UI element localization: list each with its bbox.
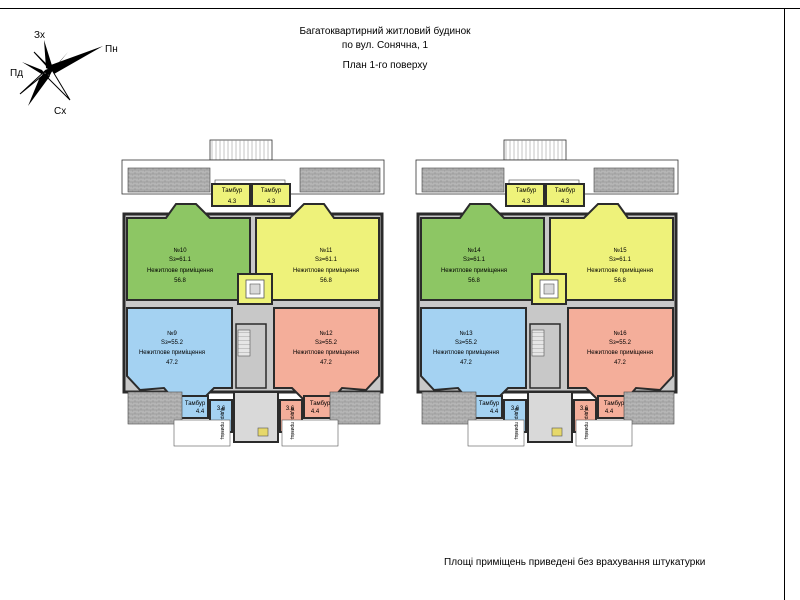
- vestibule-label: Тамбур: [185, 401, 206, 407]
- unit-total-area: Sз=61.1: [609, 257, 632, 263]
- unit-area: 56.8: [468, 278, 480, 284]
- vestibule-area: 4.3: [228, 199, 237, 205]
- unit-total-area: Sз=61.1: [169, 257, 192, 263]
- unit-area: 56.8: [174, 278, 186, 284]
- unit-total-area: Sз=61.1: [315, 257, 338, 263]
- title-address: по вул. Сонячна, 1: [341, 40, 429, 51]
- small-room-label: відкр. приміщ.: [513, 408, 519, 441]
- vestibule-label: Тамбур: [310, 401, 331, 407]
- vestibule-label: Тамбур: [604, 401, 625, 407]
- unit-total-area: Sз=55.2: [455, 340, 478, 346]
- compass-rose: Зх Пн Пд Сх: [8, 28, 128, 120]
- unit-total-area: Sз=61.1: [463, 257, 486, 263]
- unit-type-label: Нежитлове приміщення: [293, 268, 359, 274]
- unit-number: №10: [173, 247, 187, 254]
- unit-number: №13: [459, 330, 473, 337]
- unit-number: №11: [320, 247, 333, 254]
- compass-star-icon: [19, 40, 103, 106]
- unit-number: №12: [319, 330, 333, 337]
- compass-label-south: Пд: [10, 68, 24, 79]
- area-footnote: Площі приміщень приведені без врахування…: [444, 557, 706, 568]
- unit-area: 47.2: [460, 360, 472, 366]
- unit-type-label: Нежитлове приміщення: [587, 268, 653, 274]
- unit-area: 47.2: [320, 360, 332, 366]
- vestibule-label: Тамбур: [516, 188, 537, 194]
- building-block-right: [414, 138, 680, 448]
- vestibule-area: 4.4: [490, 409, 499, 415]
- frame-right-line: [784, 8, 785, 600]
- vestibule-area: 4.3: [561, 199, 570, 205]
- vestibule-label: Тамбур: [555, 188, 576, 194]
- vestibule-area: 4.4: [311, 409, 320, 415]
- compass-label-north: Пн: [105, 44, 118, 55]
- unit-type-label: Нежитлове приміщення: [587, 350, 653, 356]
- vestibule-label: Тамбур: [479, 401, 500, 407]
- unit-area: 47.2: [614, 360, 626, 366]
- unit-area: 56.8: [320, 278, 332, 284]
- vestibule-area: 4.4: [605, 409, 614, 415]
- small-room-label: відкр. приміщ.: [219, 408, 225, 441]
- small-room-area: 3.6: [217, 406, 226, 412]
- vestibule-area: 4.3: [267, 199, 276, 205]
- vestibule-label: Тамбур: [261, 188, 282, 194]
- small-room-label: відкр. приміщ.: [289, 408, 295, 441]
- unit-type-label: Нежитлове приміщення: [147, 268, 213, 274]
- small-room-label: відкр. приміщ.: [583, 408, 589, 441]
- title-building: Багатоквартирний житловий будинок: [299, 26, 471, 37]
- frame-top-line: [0, 8, 800, 9]
- small-room-area: 3.6: [580, 406, 589, 412]
- unit-number: №16: [613, 330, 627, 337]
- vestibule-label: Тамбур: [222, 188, 243, 194]
- compass-label-east: Сх: [54, 106, 67, 117]
- unit-total-area: Sз=55.2: [161, 340, 184, 346]
- small-room-area: 3.6: [286, 406, 295, 412]
- unit-total-area: Sз=55.2: [609, 340, 632, 346]
- compass-label-west: Зх: [34, 30, 46, 41]
- unit-number: №15: [613, 247, 627, 254]
- unit-type-label: Нежитлове приміщення: [293, 350, 359, 356]
- unit-type-label: Нежитлове приміщення: [433, 350, 499, 356]
- unit-number: №14: [467, 247, 481, 254]
- vestibule-area: 4.3: [522, 199, 531, 205]
- unit-number: №9: [167, 330, 177, 337]
- unit-area: 56.8: [614, 278, 626, 284]
- building-block-left: [120, 138, 386, 448]
- small-room-area: 3.6: [511, 406, 520, 412]
- vestibule-area: 4.4: [196, 409, 205, 415]
- unit-type-label: Нежитлове приміщення: [139, 350, 205, 356]
- unit-area: 47.2: [166, 360, 178, 366]
- title-floor-plan: План 1-го поверху: [342, 60, 428, 71]
- unit-total-area: Sз=55.2: [315, 340, 338, 346]
- unit-type-label: Нежитлове приміщення: [441, 268, 507, 274]
